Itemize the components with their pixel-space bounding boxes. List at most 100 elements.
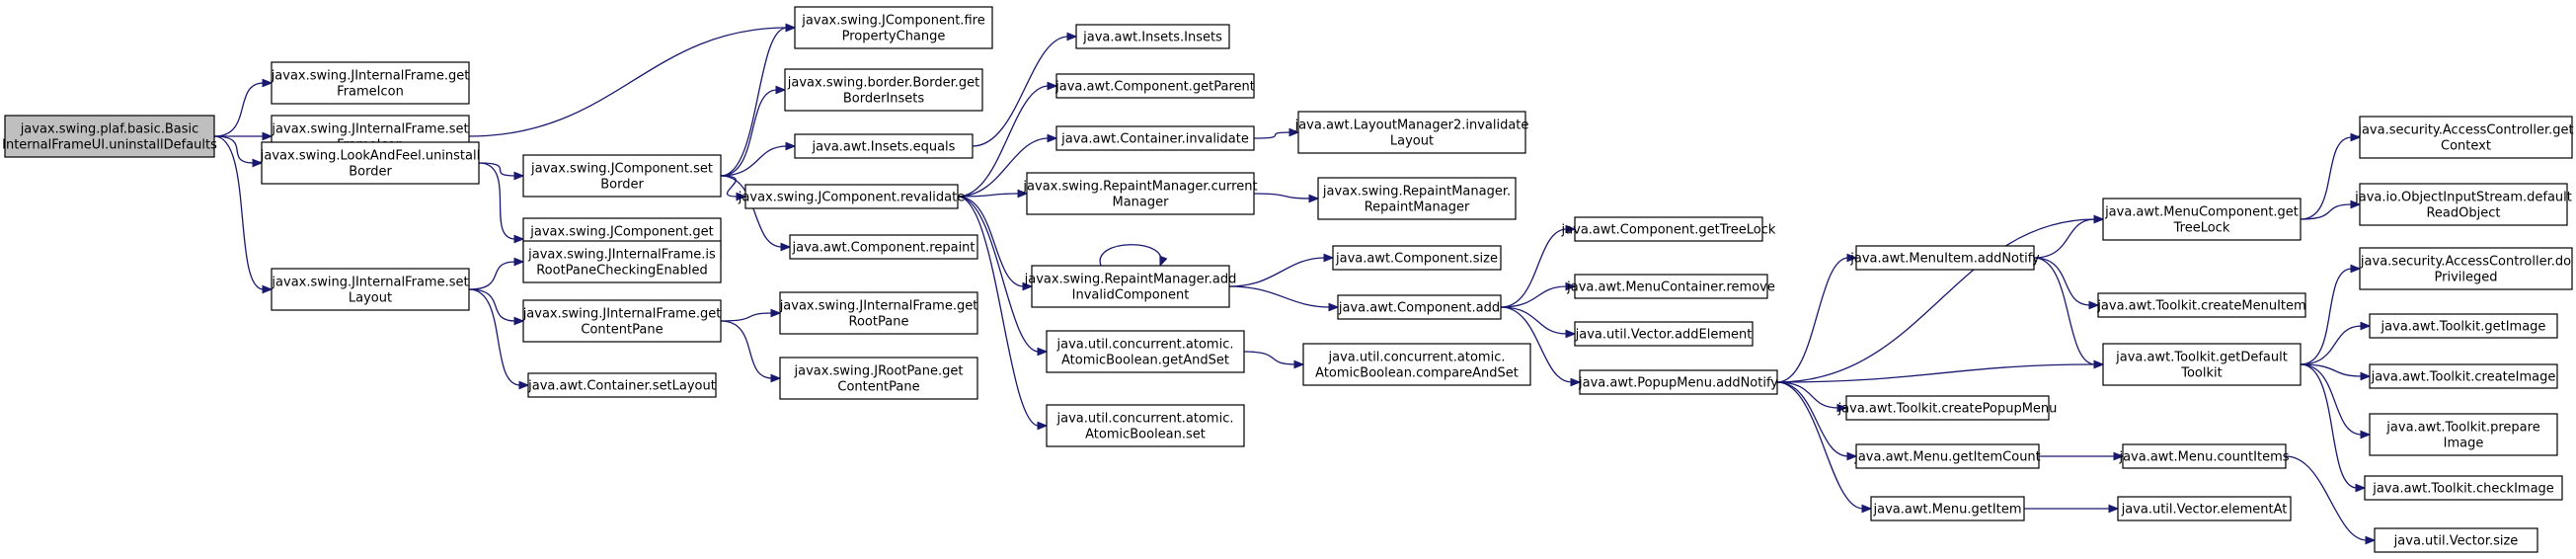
- edge-arrowhead: [2108, 504, 2120, 514]
- node-check-image[interactable]: java.awt.Toolkit.checkImage: [2364, 475, 2563, 501]
- node-label: PropertyChange: [842, 30, 946, 44]
- node-revalidate[interactable]: javax.swing.JComponent.revalidate: [738, 184, 965, 209]
- edge-arrowhead: [1293, 359, 1305, 369]
- edge-popup-add-notify-to-menu-get-item: [1776, 381, 1864, 510]
- node-label: java.awt.Toolkit.prepare: [2385, 421, 2539, 436]
- node-label: java.security.AccessController.get: [2357, 123, 2573, 138]
- edge-add-invalid-component-to-component-size: [1228, 257, 1326, 287]
- node-vector-add-element[interactable]: java.util.Vector.addElement: [1574, 321, 1754, 347]
- edge-set-border-to-fire-property-change: [720, 27, 788, 177]
- edge-arrowhead: [1323, 253, 1335, 263]
- node-label: Layout: [1390, 134, 1434, 149]
- node-menu-container-remove[interactable]: java.awt.MenuContainer.remove: [1566, 274, 1775, 299]
- node-border-get-insets[interactable]: javax.swing.border.Border.getBorderInset…: [784, 68, 983, 112]
- node-default-read-object[interactable]: java.io.ObjectInputStream.defaultReadObj…: [2354, 183, 2572, 226]
- node-do-privileged[interactable]: java.security.AccessController.doPrivile…: [2359, 247, 2573, 290]
- node-label: java.awt.Toolkit.getImage: [2381, 320, 2546, 335]
- node-box: [1579, 369, 1778, 395]
- node-label: javax.swing.border.Border.get: [787, 76, 979, 91]
- node-label: TreeLock: [2173, 221, 2230, 236]
- node-box: [2122, 443, 2287, 469]
- node-popup-add-notify[interactable]: java.awt.PopupMenu.addNotify: [1578, 369, 1778, 395]
- edge-popup-add-notify-to-menu-item-add-notify: [1776, 257, 1849, 383]
- node-get-parent[interactable]: java.awt.Component.getParent: [1054, 73, 1255, 99]
- node-menu-item-add-notify[interactable]: java.awt.MenuItem.addNotify: [1849, 245, 2040, 271]
- node-label: javax.swing.RepaintManager.: [1322, 185, 1511, 200]
- node-add-invalid-component[interactable]: javax.swing.RepaintManager.addInvalidCom…: [1024, 265, 1237, 308]
- node-label: javax.swing.RepaintManager.current: [1022, 180, 1257, 195]
- node-box: [1574, 321, 1754, 347]
- node-label: java.awt.Container.invalidate: [1060, 132, 1249, 147]
- edge-set-border-to-revalidate: [720, 175, 739, 198]
- edge-arrowhead: [1037, 421, 1049, 431]
- node-ac-get-context[interactable]: java.security.AccessController.getContex…: [2357, 116, 2574, 159]
- node-menu-count-items[interactable]: java.awt.Menu.countItems: [2118, 443, 2290, 469]
- node-repaint[interactable]: java.awt.Component.repaint: [789, 234, 978, 260]
- node-box: [1302, 343, 1531, 386]
- node-get-content-pane-if[interactable]: javax.swing.JInternalFrame.getContentPan…: [522, 299, 722, 343]
- node-set-layout[interactable]: javax.swing.JInternalFrame.setLayout: [271, 268, 470, 311]
- node-vector-size[interactable]: java.util.Vector.size: [2374, 527, 2538, 553]
- node-label: javax.swing.JComponent.fire: [801, 14, 984, 29]
- edge-arrowhead: [1565, 281, 1577, 291]
- node-menu-get-item-count[interactable]: java.awt.Menu.getItemCount: [1853, 443, 2041, 469]
- node-fire-property-change[interactable]: javax.swing.JComponent.firePropertyChang…: [794, 6, 993, 49]
- node-get-tree-lock[interactable]: java.awt.Component.getTreeLock: [1561, 216, 1776, 242]
- node-create-menu-item[interactable]: java.awt.Toolkit.createMenuItem: [2096, 292, 2306, 318]
- node-container-invalidate[interactable]: java.awt.Container.invalidate: [1055, 125, 1255, 151]
- node-create-image[interactable]: java.awt.Toolkit.createImage: [2369, 363, 2558, 389]
- node-is-root-pane-checking[interactable]: javax.swing.JInternalFrame.isRootPaneChe…: [522, 240, 722, 283]
- node-box: [271, 61, 470, 105]
- node-insets-ctor[interactable]: java.awt.Insets.Insets: [1075, 24, 1230, 49]
- edge-arrowhead: [1017, 189, 1029, 199]
- node-insets-equals[interactable]: java.awt.Insets.equals: [794, 133, 974, 159]
- node-root[interactable]: javax.swing.plaf.basic.BasicInternalFram…: [2, 115, 217, 158]
- node-label: java.util.concurrent.atomic.: [1327, 351, 1505, 365]
- node-box: [1046, 330, 1245, 373]
- node-atomic-get-and-set[interactable]: java.util.concurrent.atomic.AtomicBoolea…: [1046, 330, 1245, 373]
- node-get-image[interactable]: java.awt.Toolkit.getImage: [2369, 313, 2558, 339]
- node-rm-ctor[interactable]: javax.swing.RepaintManager.RepaintManage…: [1317, 177, 1517, 220]
- node-box: [2102, 198, 2302, 241]
- node-label: RepaintManager: [1365, 200, 1470, 215]
- node-label: java.awt.Component.getTreeLock: [1561, 223, 1776, 238]
- node-label: java.awt.Menu.countItems: [2118, 450, 2289, 465]
- node-vector-element-at[interactable]: java.util.Vector.elementAt: [2117, 496, 2292, 521]
- node-label: BorderInsets: [843, 92, 925, 107]
- node-label: java.awt.Toolkit.checkImage: [2372, 482, 2554, 497]
- node-menu-component-get-tree-lock[interactable]: java.awt.MenuComponent.getTreeLock: [2102, 198, 2302, 241]
- edge-arrowhead: [780, 242, 792, 252]
- edge-arrowhead: [513, 257, 525, 267]
- edge-get-default-toolkit-to-prepare-image: [2300, 363, 2363, 436]
- edge-arrowhead: [1846, 253, 1858, 263]
- node-component-size[interactable]: java.awt.Component.size: [1332, 245, 1502, 271]
- edge-arrowhead: [1565, 329, 1577, 339]
- node-menu-get-item[interactable]: java.awt.Menu.getItem: [1870, 496, 2025, 521]
- node-compare-and-set[interactable]: java.util.concurrent.atomic.AtomicBoolea…: [1302, 343, 1531, 386]
- node-create-popup-menu[interactable]: java.awt.Toolkit.createPopupMenu: [1837, 395, 2058, 421]
- node-box: [784, 68, 983, 112]
- node-label: ContentPane: [581, 323, 663, 338]
- node-atomic-set[interactable]: java.util.concurrent.atomic.AtomicBoolea…: [1046, 404, 1245, 447]
- edge-arrowhead: [1047, 133, 1058, 143]
- node-rm-current-manager[interactable]: javax.swing.RepaintManager.currentManage…: [1022, 172, 1258, 215]
- edge-arrowhead: [262, 78, 273, 88]
- edge-insets-equals-to-insets-ctor: [972, 36, 1069, 147]
- edge-root-to-set-layout: [213, 135, 265, 290]
- node-box: [2374, 527, 2538, 553]
- node-component-add[interactable]: java.awt.Component.add: [1337, 294, 1502, 320]
- node-box: [2369, 363, 2558, 389]
- node-box: [744, 184, 959, 209]
- node-container-set-layout[interactable]: java.awt.Container.setLayout: [527, 372, 717, 398]
- node-label: java.awt.Toolkit.getDefault: [2115, 351, 2288, 365]
- edge-add-invalid-component-to-add-invalid-component: [1099, 244, 1162, 267]
- node-label: javax.swing.plaf.basic.Basic: [20, 122, 199, 137]
